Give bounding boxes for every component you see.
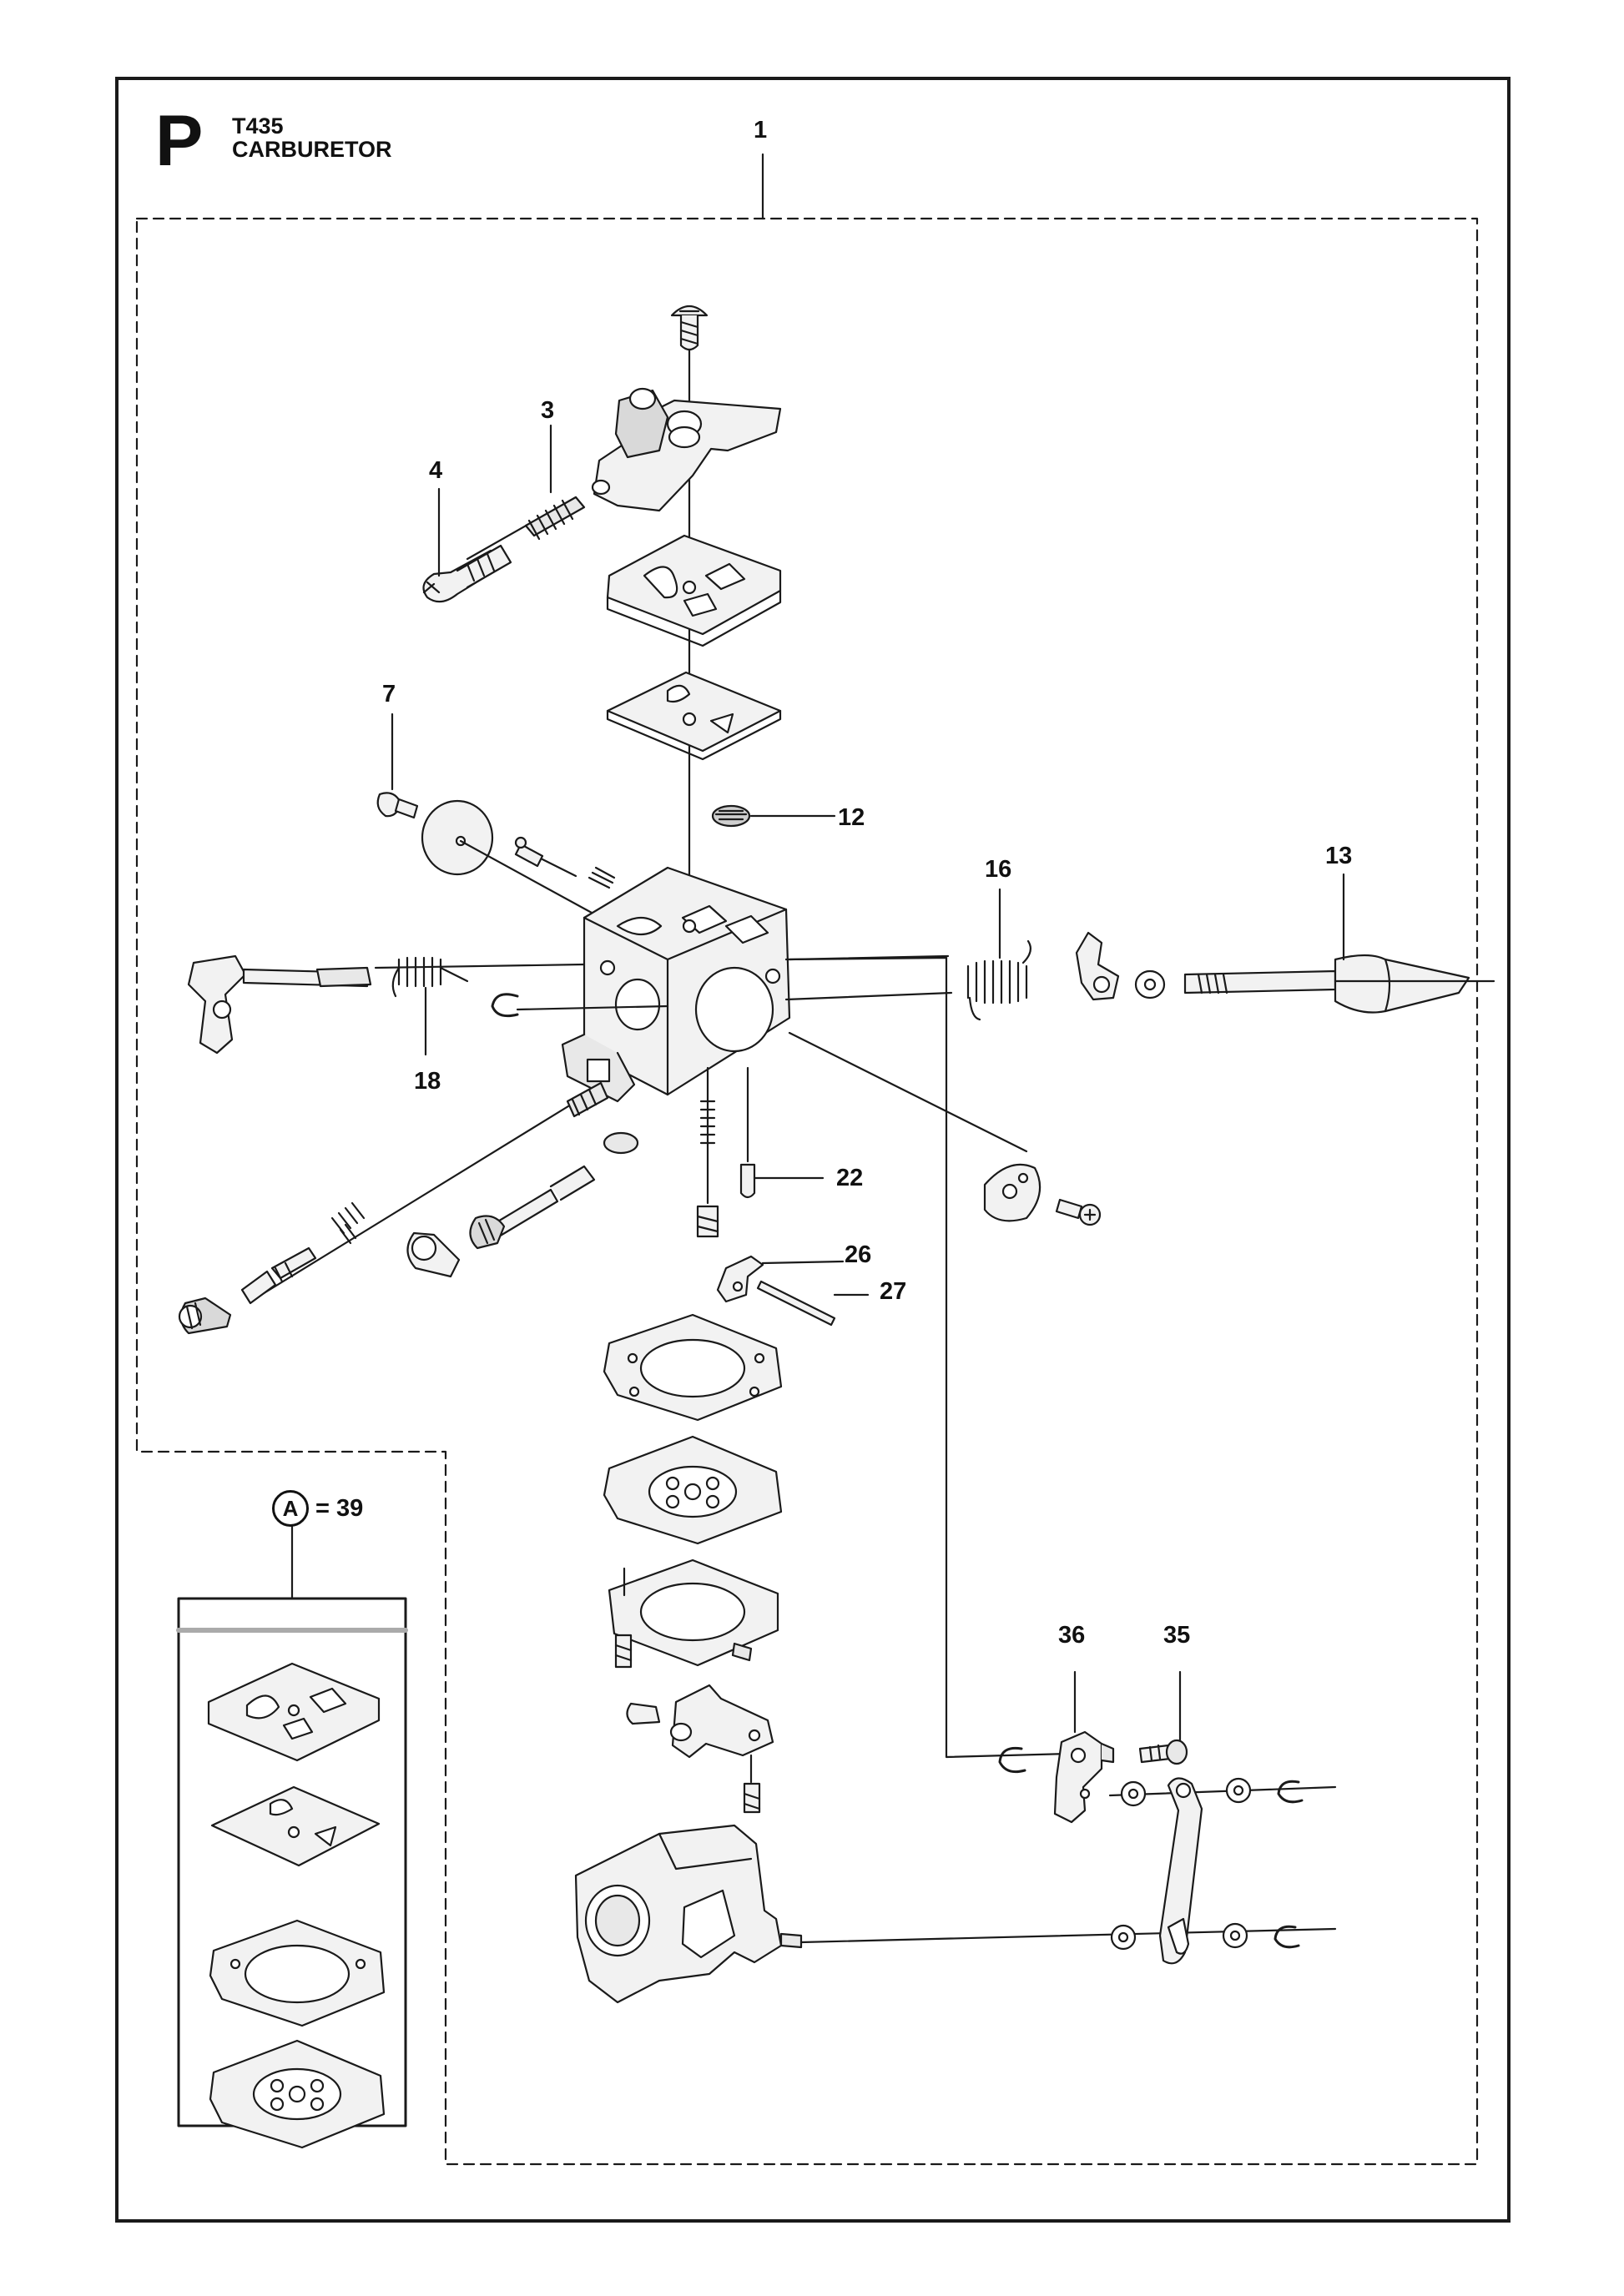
choke-lever bbox=[187, 954, 372, 1055]
limiter-cap-2 bbox=[406, 1231, 461, 1278]
metering-cover bbox=[608, 1558, 779, 1667]
screw-4 bbox=[422, 544, 512, 603]
section-letter: P bbox=[155, 101, 204, 181]
screw-35 bbox=[1138, 1670, 1188, 1765]
screw-7 bbox=[376, 733, 419, 819]
adjuster-bracket bbox=[669, 1684, 774, 1784]
e-clip-36 bbox=[998, 1746, 1026, 1774]
bracket-screw-bottom bbox=[743, 1782, 761, 1814]
throttle-valve-disc bbox=[421, 799, 494, 876]
callout-35: 35 bbox=[1163, 1622, 1191, 1649]
limiter-cap-1 bbox=[469, 1215, 506, 1250]
callout-1: 1 bbox=[754, 117, 768, 144]
lower-housing bbox=[574, 1824, 1337, 2004]
spring-16 bbox=[966, 939, 1032, 1021]
welch-plug bbox=[603, 1131, 639, 1155]
gasket-1 bbox=[603, 1313, 783, 1422]
throttle-plate-right bbox=[983, 1163, 1041, 1222]
callout-13: 13 bbox=[1325, 843, 1353, 869]
callout-4: 4 bbox=[429, 457, 443, 484]
pump-diaphragm bbox=[606, 671, 782, 761]
callout-26: 26 bbox=[845, 1241, 872, 1268]
callout-18: 18 bbox=[414, 1068, 441, 1095]
kit-gasket bbox=[209, 1919, 386, 2027]
pin-27 bbox=[756, 1280, 870, 1327]
bracket-screw-left bbox=[626, 1702, 661, 1725]
throttle-lever bbox=[1075, 931, 1120, 1001]
link-rod bbox=[1158, 1777, 1203, 1965]
callout-16: 16 bbox=[985, 856, 1012, 883]
carburetor-body bbox=[561, 866, 791, 1103]
e-clip bbox=[491, 993, 519, 1018]
callout-7: 7 bbox=[382, 681, 396, 707]
throttle-plate-screw bbox=[1055, 1198, 1102, 1226]
assembly-boundary bbox=[135, 217, 1479, 2166]
screw-under-body bbox=[696, 1205, 719, 1238]
throttle-shaft-13 bbox=[1183, 873, 1495, 1014]
mixture-screw-long bbox=[482, 1081, 609, 1243]
limiter-cap-3 bbox=[178, 1297, 232, 1335]
spring-18 bbox=[391, 956, 469, 1056]
spring-mixture-1 bbox=[330, 1201, 366, 1235]
needle-22 bbox=[739, 1163, 825, 1199]
callout-22: 22 bbox=[836, 1165, 864, 1191]
diagram-title: CARBURETOR bbox=[232, 137, 392, 162]
lever-26 bbox=[716, 1255, 845, 1303]
callout-36: 36 bbox=[1058, 1622, 1086, 1649]
small-spring bbox=[588, 866, 616, 889]
spring-mixture-2 bbox=[339, 1223, 357, 1245]
kit-metering-diaphragm bbox=[209, 2039, 386, 2149]
lever-36 bbox=[1053, 1670, 1115, 1824]
callout-12: 12 bbox=[838, 804, 865, 831]
metering-diaphragm-1 bbox=[603, 1435, 783, 1545]
choke-shaft-line bbox=[374, 963, 586, 969]
small-pin bbox=[514, 836, 577, 878]
spring-3 bbox=[524, 496, 586, 541]
kit-symbol: A bbox=[272, 1490, 309, 1527]
callout-27: 27 bbox=[880, 1278, 907, 1305]
page-frame bbox=[115, 77, 1511, 2223]
model-number: T435 bbox=[232, 113, 284, 138]
mixture-screw-short bbox=[240, 1246, 317, 1305]
top-screw bbox=[670, 305, 709, 351]
kit-pump-diaphragm bbox=[210, 1785, 381, 1867]
kit-equals-label: = 39 bbox=[315, 1495, 364, 1522]
spring-under-body bbox=[699, 1100, 716, 1145]
screen-12 bbox=[711, 804, 836, 828]
throttle-bracket bbox=[591, 387, 782, 512]
kit-pump-cover bbox=[207, 1662, 381, 1762]
pump-cover bbox=[606, 534, 782, 647]
callout-3: 3 bbox=[541, 397, 555, 424]
cover-screw bbox=[614, 1634, 633, 1669]
